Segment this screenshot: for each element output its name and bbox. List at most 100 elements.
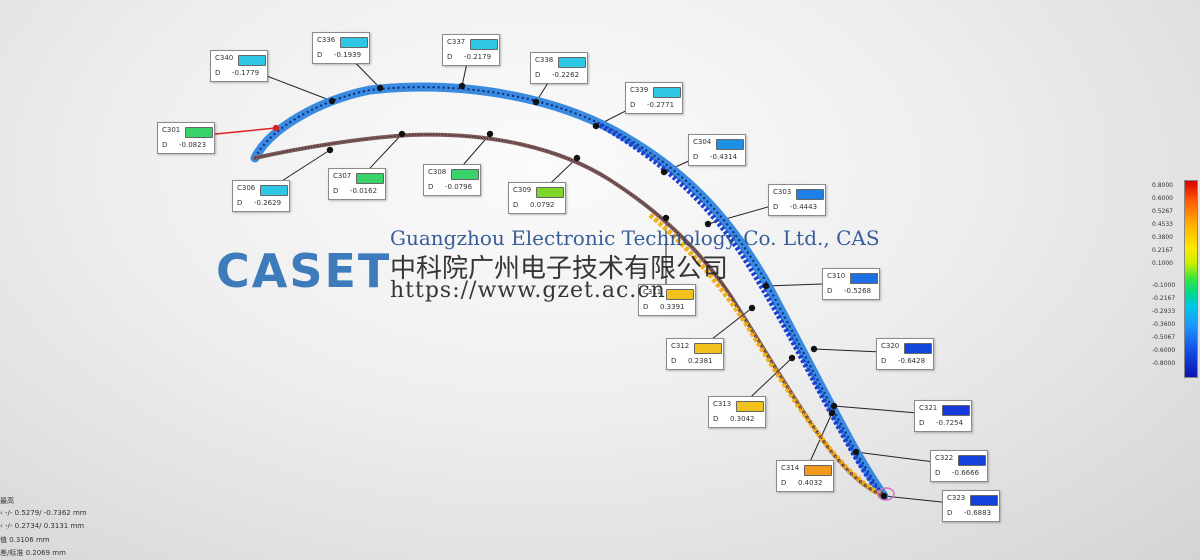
deviation-label: D [827,287,833,295]
measurement-point[interactable] [398,130,406,138]
deviation-label: D [713,415,719,423]
deviation-label: D [773,203,779,211]
measurement-point[interactable] [326,146,334,154]
deviation-label: D [215,69,221,77]
measurement-point[interactable] [573,154,581,162]
measurement-point[interactable] [810,345,818,353]
point-id: C336 [317,36,336,44]
measurement-point[interactable] [458,82,466,90]
point-id: C306 [237,184,256,192]
deviation-value: 0.2381 [688,357,713,365]
measurement-point[interactable] [272,124,280,132]
measurement-point[interactable] [660,168,668,176]
measurement-point[interactable] [532,98,540,106]
measurement-point[interactable] [828,409,836,417]
measurement-point[interactable] [762,282,770,290]
deviation-label: D [428,183,434,191]
measurement-point[interactable] [788,354,796,362]
measurement-point[interactable] [486,130,494,138]
legend-label: 0.3800 [1152,234,1173,241]
deviation-label: D [447,53,453,61]
deviation-color-swatch [796,189,824,200]
deviation-label: D [237,199,243,207]
measurement-point[interactable] [880,492,888,500]
point-id: C337 [447,38,466,46]
measurement-point[interactable] [852,448,860,456]
point-id: C322 [935,454,954,462]
point-id: C308 [428,168,447,176]
point-id: C321 [919,404,938,412]
deviation-value: -0.7254 [936,419,964,427]
legend-label: -0.8000 [1152,360,1176,367]
measurement-point[interactable] [662,214,670,222]
deviation-label: D [535,71,541,79]
measurement-point[interactable] [592,122,600,130]
deviation-color-swatch [558,57,586,68]
deviation-color-swatch [653,87,681,98]
deviation-label: D [947,509,953,517]
color-scale-legend: 0.8000 0.6000 0.5267 0.4533 0.3800 0.216… [1140,180,1200,378]
measurement-point[interactable] [376,84,384,92]
stats-line: 最高 [0,497,14,505]
legend-label: 0.4533 [1152,221,1173,228]
stats-line: 值 0.3106 mm [0,536,50,544]
deviation-value: -0.0823 [179,141,207,149]
deviation-label: D [643,303,649,311]
stats-line: 差/标准 0.2069 mm [0,549,66,557]
pressure-side-band [253,132,886,498]
deviation-value: 0.0792 [530,201,555,209]
deviation-label: D [317,51,323,59]
stats-line: ‹ -/- 0.5279/ -0.7362 mm [0,509,87,517]
pressure-side-yellow [648,213,886,499]
legend-label: -0.3600 [1152,321,1176,328]
point-id: C338 [535,56,554,64]
point-id: C313 [713,400,732,408]
measurement-point[interactable] [830,402,838,410]
deviation-label: D [919,419,925,427]
deviation-label: D [881,357,887,365]
deviation-label: D [935,469,941,477]
color-scale-bar [1184,180,1198,378]
deviation-color-swatch [958,455,986,466]
point-id: C303 [773,188,792,196]
deviation-value: -0.6666 [952,469,980,477]
deviation-value: 0.3042 [730,415,755,423]
deviation-value: -0.2179 [464,53,492,61]
deviation-color-swatch [238,55,266,66]
measurement-point[interactable] [748,304,756,312]
deviation-color-swatch [904,343,932,354]
deviation-value: -0.6428 [898,357,926,365]
point-id: C340 [215,54,234,62]
deviation-color-swatch [470,39,498,50]
measurement-point[interactable] [704,220,712,228]
measurement-point[interactable] [328,97,336,105]
legend-label: 0.6000 [1152,195,1173,202]
measurement-points [272,82,888,500]
deviation-value: -0.4443 [790,203,818,211]
point-id: C301 [162,126,181,134]
suction-side-edge [254,86,885,497]
